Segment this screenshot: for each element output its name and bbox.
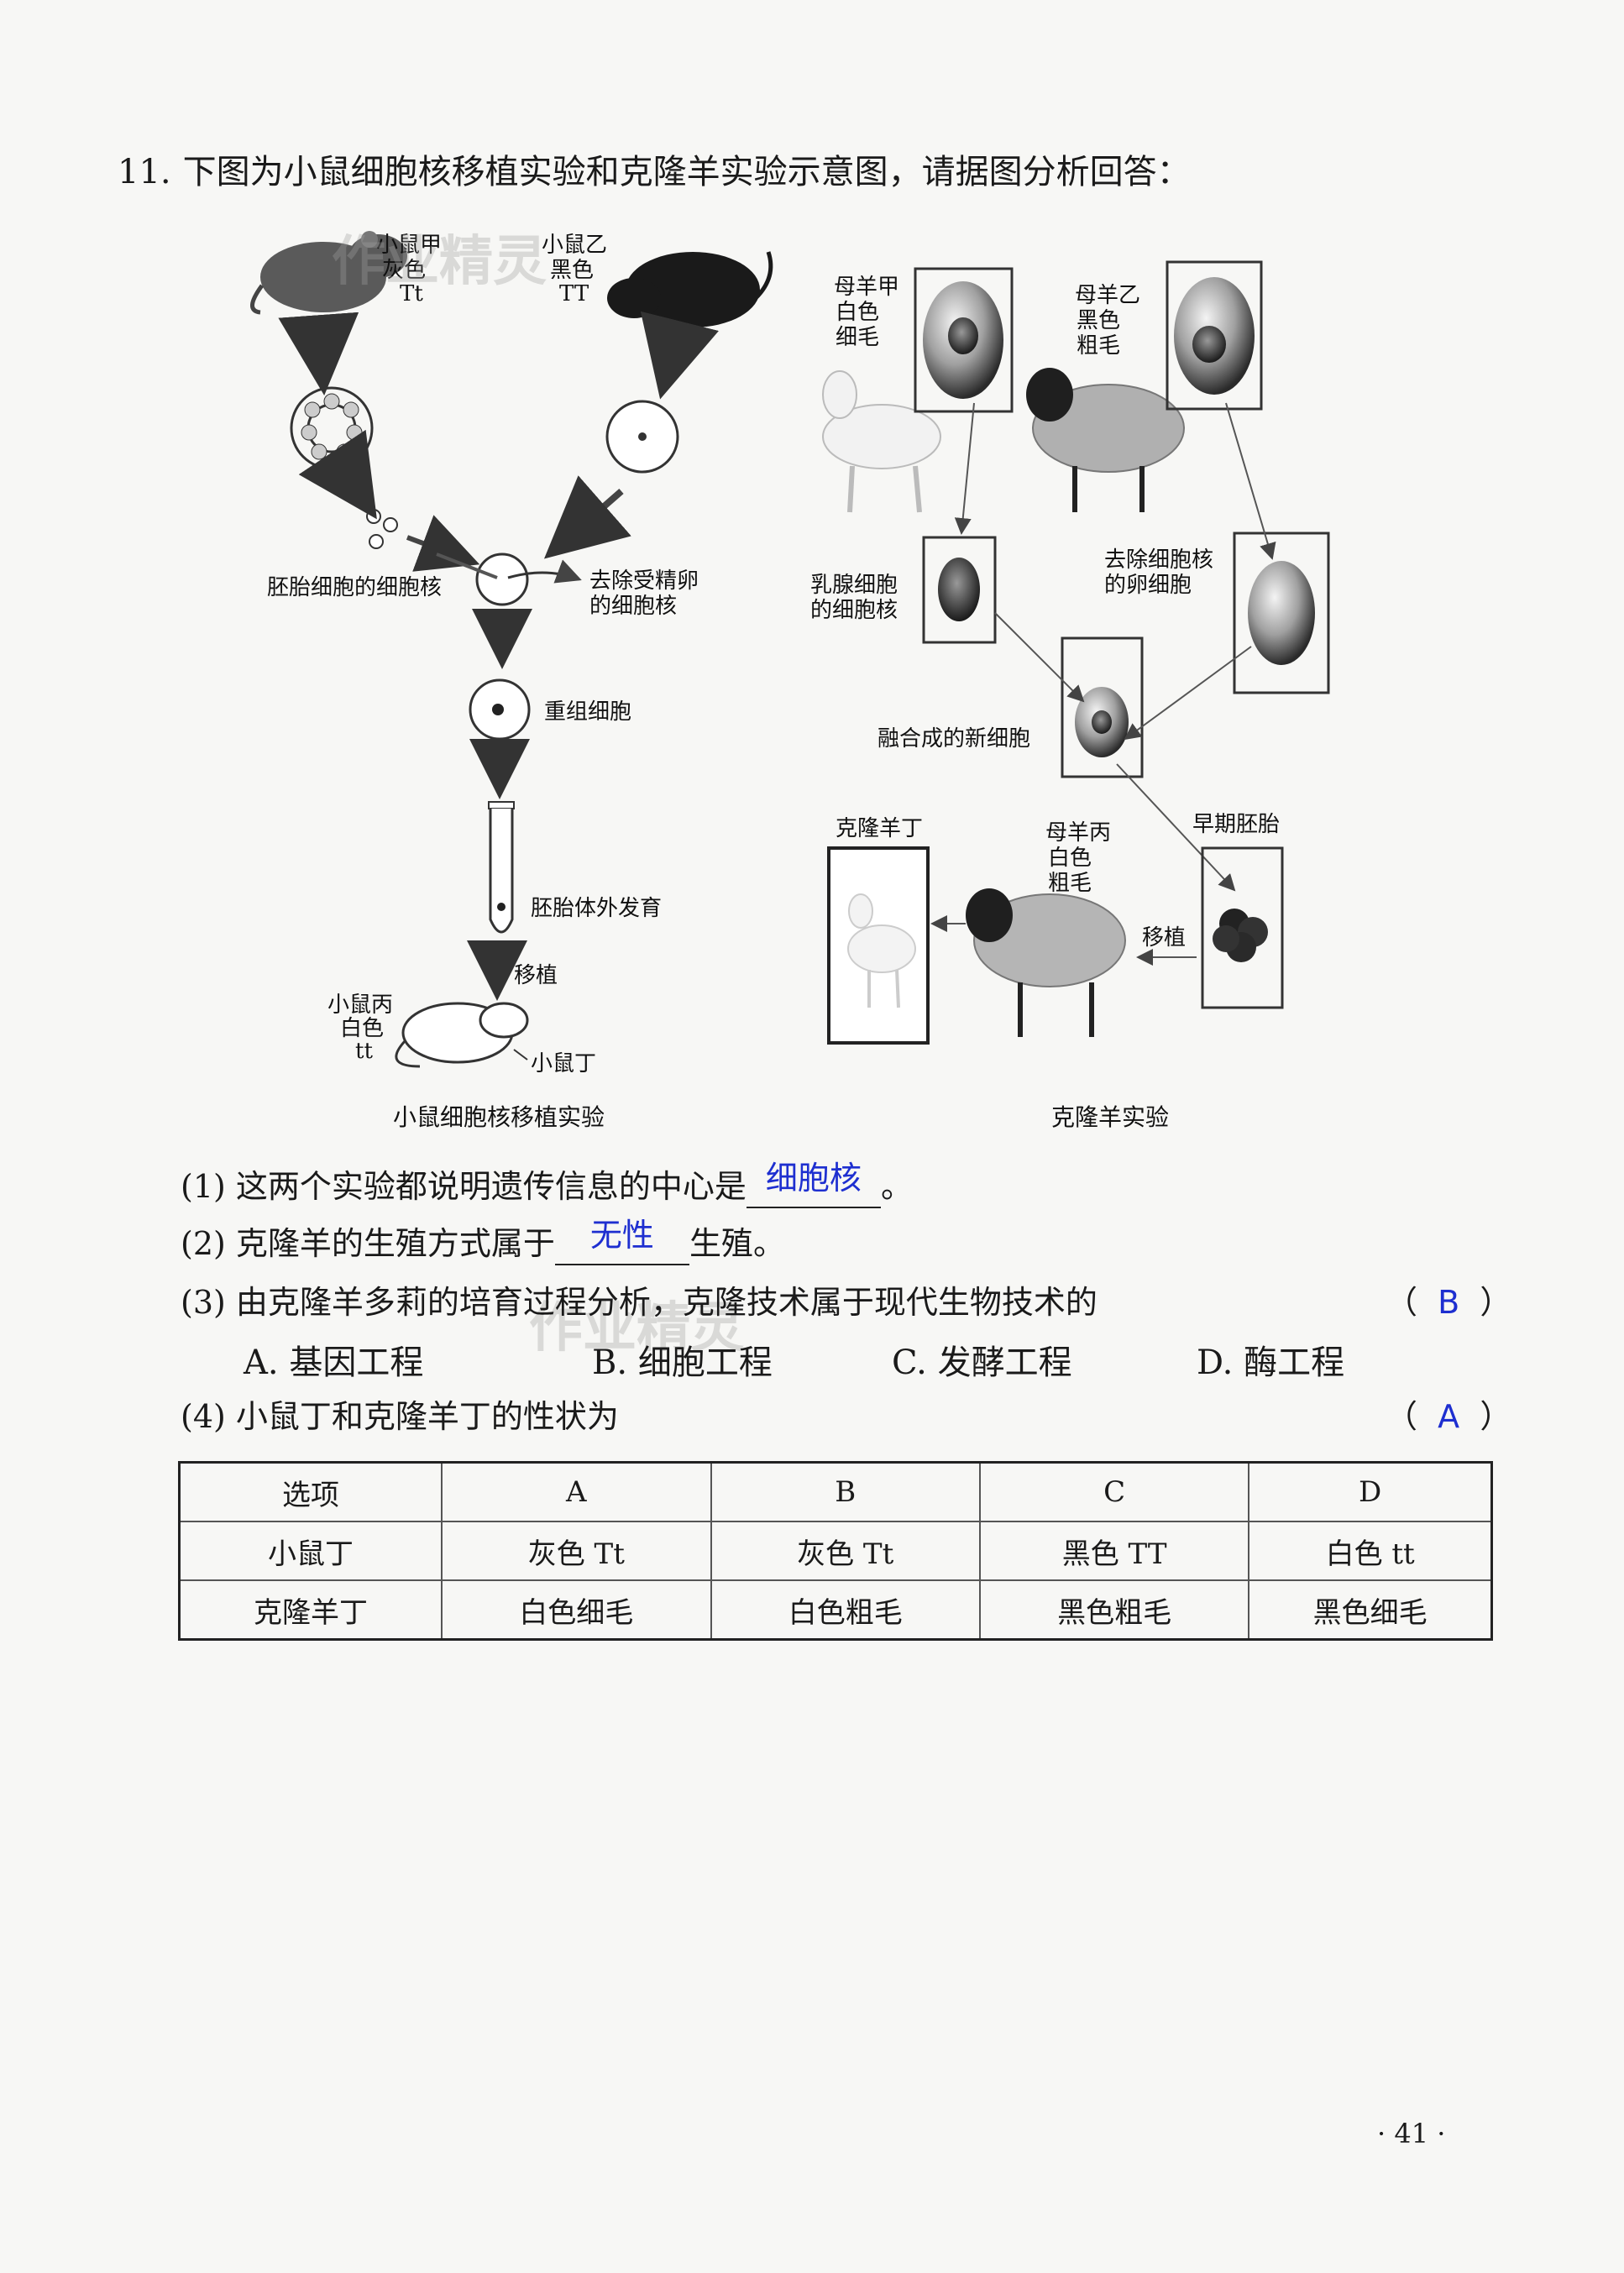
sheep-a-label-3: 细毛 <box>836 325 879 350</box>
sheep-c-label-2: 白色 <box>1048 846 1092 871</box>
mouse-a-label-1: 小鼠甲 <box>376 233 442 258</box>
option-b: B. 细胞工程 <box>592 1343 773 1382</box>
experiment-diagram: 小鼠甲 灰色 Tt 小鼠乙 黑色 TT 胚胎细胞的细胞核 去除受精卵 的细胞核 <box>250 231 1330 1131</box>
sheep-c-label-1: 母羊丙 <box>1045 820 1111 846</box>
in-vitro-label: 胚胎体外发育 <box>531 896 662 921</box>
options-table: 选项 A B C D 小鼠丁 灰色 Tt 灰色 Tt 黑色 TT 白色 tt 克… <box>178 1461 1493 1641</box>
enucleated-box <box>1233 532 1330 694</box>
mouse-a-label-3: Tt <box>400 281 423 306</box>
early-embryo-box <box>1201 846 1284 1009</box>
mouse-a-icon <box>250 231 407 315</box>
answer-blank-2: 无性 <box>554 1217 689 1265</box>
fused-box <box>1061 636 1144 778</box>
table-cell: 黑色 TT <box>978 1521 1250 1581</box>
option-c: C. 发酵工程 <box>892 1343 1072 1382</box>
mouse-c-label-1: 小鼠丙 <box>327 992 393 1018</box>
mouse-c-label-2: 白色 <box>340 1016 384 1041</box>
test-tube-icon <box>488 801 515 934</box>
mouse-b-label-3: TT <box>559 281 589 306</box>
table-cell: D <box>1248 1461 1493 1522</box>
fertilized-egg-icon <box>605 400 679 474</box>
handwritten-answer-4: A <box>1438 1398 1460 1435</box>
sheep-a-label-1: 母羊甲 <box>834 275 899 300</box>
question-title: 11. 下图为小鼠细胞核移植实验和克隆羊实验示意图，请据图分析回答： <box>118 144 1191 193</box>
sub-question-1: (1) 这两个实验都说明遗传信息的中心是细胞核。 <box>181 1160 913 1208</box>
table-row: 小鼠丁 灰色 Tt 灰色 Tt 黑色 TT 白色 tt <box>178 1521 1493 1581</box>
mammary-label-2: 的细胞核 <box>810 598 898 623</box>
handwritten-answer-1: 细胞核 <box>765 1160 862 1197</box>
embryo-nucleus-label: 胚胎细胞的细胞核 <box>267 575 442 600</box>
mouse-a-label-2: 灰色 <box>382 258 426 283</box>
table-cell: 白色细毛 <box>441 1579 712 1641</box>
table-cell: A <box>441 1461 712 1522</box>
watermark: 作业精灵 <box>529 1297 744 1359</box>
table-cell: C <box>978 1461 1250 1522</box>
option-a: A. 基因工程 <box>244 1343 424 1382</box>
question-number: 11. <box>118 153 171 191</box>
egg-box-b <box>1166 260 1263 411</box>
mouse-b-icon <box>607 251 773 327</box>
question-text: 下图为小鼠细胞核移植实验和克隆羊实验示意图，请据图分析回答： <box>182 153 1191 191</box>
sub-question-4: (4) 小鼠丁和克隆羊丁的性状为 <box>181 1398 619 1435</box>
table-cell: 克隆羊丁 <box>178 1579 443 1641</box>
enucleated-label-2: 的卵细胞 <box>1104 573 1192 598</box>
mouse-transplant-label: 移植 <box>514 963 558 988</box>
table-cell: 白色粗毛 <box>710 1579 981 1641</box>
embryo-icon <box>290 386 374 470</box>
sheep-c-label-3: 粗毛 <box>1048 871 1092 896</box>
watermark: 作业精灵 <box>332 231 547 293</box>
mouse-c-label-3: tt <box>355 1039 373 1064</box>
table-cell: 白色 tt <box>1248 1521 1493 1581</box>
remove-nucleus-label-1: 去除受精卵 <box>589 568 699 594</box>
sheep-b-icon <box>1026 368 1185 512</box>
handwritten-answer-2: 无性 <box>589 1217 654 1254</box>
mouse-caption: 小鼠细胞核移植实验 <box>393 1103 605 1131</box>
sheep-c-icon <box>966 888 1126 1037</box>
sheep-a-label-2: 白色 <box>836 300 879 325</box>
table-cell: 灰色 Tt <box>710 1521 981 1581</box>
mammary-nucleus-icon <box>938 558 980 621</box>
table-cell: 黑色粗毛 <box>978 1579 1250 1641</box>
answer-paren-4: （ A ） <box>1386 1398 1512 1435</box>
recombined-cell-icon <box>469 678 531 741</box>
recombined-label: 重组细胞 <box>544 699 631 725</box>
handwritten-answer-3: B <box>1438 1284 1460 1321</box>
option-d: D. 酶工程 <box>1197 1343 1345 1382</box>
egg-box-a <box>914 267 1014 413</box>
sheep-a-icon <box>822 370 941 513</box>
answer-paren-3: （ B ） <box>1386 1284 1512 1321</box>
clone-sheep-icon <box>847 893 916 1008</box>
enucleated-egg-icon <box>1248 561 1315 665</box>
table-header-row: 选项 A B C D <box>178 1461 1493 1522</box>
sub-question-2: (2) 克隆羊的生殖方式属于无性生殖。 <box>181 1217 785 1265</box>
table-cell: 黑色细毛 <box>1248 1579 1493 1641</box>
table-row: 克隆羊丁 白色细毛 白色粗毛 黑色粗毛 黑色细毛 <box>178 1579 1493 1641</box>
mouse-c-icon <box>395 1002 529 1068</box>
fused-label: 融合成的新细胞 <box>877 726 1030 752</box>
sheep-caption: 克隆羊实验 <box>1051 1103 1169 1131</box>
mouse-b-label-1: 小鼠乙 <box>542 233 607 258</box>
sheep-b-label-3: 粗毛 <box>1077 333 1120 359</box>
mouse-d-label: 小鼠丁 <box>531 1051 596 1076</box>
early-embryo-label: 早期胚胎 <box>1192 812 1280 837</box>
sheep-b-label-2: 黑色 <box>1077 308 1120 333</box>
sheep-transplant-label: 移植 <box>1142 925 1186 951</box>
mammary-label-1: 乳腺细胞 <box>810 573 898 598</box>
remove-nucleus-label-2: 的细胞核 <box>589 594 677 619</box>
mammary-box <box>922 536 997 644</box>
page-number: · 41 · <box>1377 2118 1446 2150</box>
table-cell: 选项 <box>178 1461 443 1522</box>
mouse-b-label-2: 黑色 <box>550 258 594 283</box>
table-cell: 小鼠丁 <box>178 1521 443 1581</box>
table-cell: B <box>710 1461 981 1522</box>
enucleated-label-1: 去除细胞核 <box>1104 547 1213 573</box>
early-embryo-icon <box>1213 909 1268 962</box>
table-cell: 灰色 Tt <box>441 1521 712 1581</box>
clone-sheep-label: 克隆羊丁 <box>836 816 923 841</box>
sub-question-3: (3) 由克隆羊多莉的培育过程分析，克隆技术属于现代生物技术的 <box>181 1284 1098 1321</box>
answer-blank-1: 细胞核 <box>746 1160 881 1208</box>
sheep-b-label-1: 母羊乙 <box>1075 283 1140 308</box>
